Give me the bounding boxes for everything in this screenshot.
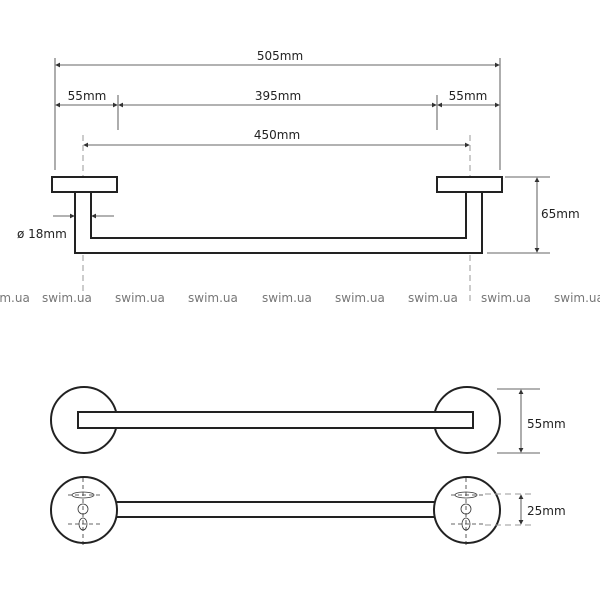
dimension-505: 505mm — [55, 49, 500, 68]
svg-text:swim.ua: swim.ua — [481, 291, 531, 305]
side-view-bar — [51, 176, 503, 254]
front-view-bar — [50, 386, 501, 454]
svg-text:65mm: 65mm — [541, 207, 580, 221]
svg-text:ø 18mm: ø 18mm — [17, 227, 67, 241]
svg-text:55mm: 55mm — [68, 89, 107, 103]
screw-hole-icon — [68, 478, 483, 548]
dimension-65: 65mm — [487, 176, 580, 254]
svg-text:im.ua: im.ua — [0, 291, 30, 305]
mounting-view — [50, 476, 501, 548]
svg-text:swim.ua: swim.ua — [335, 291, 385, 305]
svg-text:505mm: 505mm — [257, 49, 303, 63]
svg-text:swim.ua: swim.ua — [42, 291, 92, 305]
svg-text:swim.ua: swim.ua — [262, 291, 312, 305]
dimension-55-395-55: 55mm 395mm 55mm — [55, 89, 500, 108]
svg-text:swim.ua: swim.ua — [408, 291, 458, 305]
svg-text:swim.ua: swim.ua — [188, 291, 238, 305]
svg-text:25mm: 25mm — [527, 504, 566, 518]
svg-text:swim.ua: swim.ua — [554, 291, 600, 305]
dimension-25: 25mm — [485, 493, 566, 526]
dimension-450: 450mm — [83, 128, 470, 148]
svg-text:395mm: 395mm — [255, 89, 301, 103]
svg-text:swim.ua: swim.ua — [115, 291, 165, 305]
dimension-55-flange: 55mm — [497, 388, 566, 454]
dimension-diameter: ø 18mm — [17, 213, 114, 241]
svg-text:450mm: 450mm — [254, 128, 300, 142]
svg-text:55mm: 55mm — [449, 89, 488, 103]
watermarks: im.ua swim.ua swim.ua swim.ua swim.ua sw… — [0, 291, 600, 305]
svg-text:55mm: 55mm — [527, 417, 566, 431]
